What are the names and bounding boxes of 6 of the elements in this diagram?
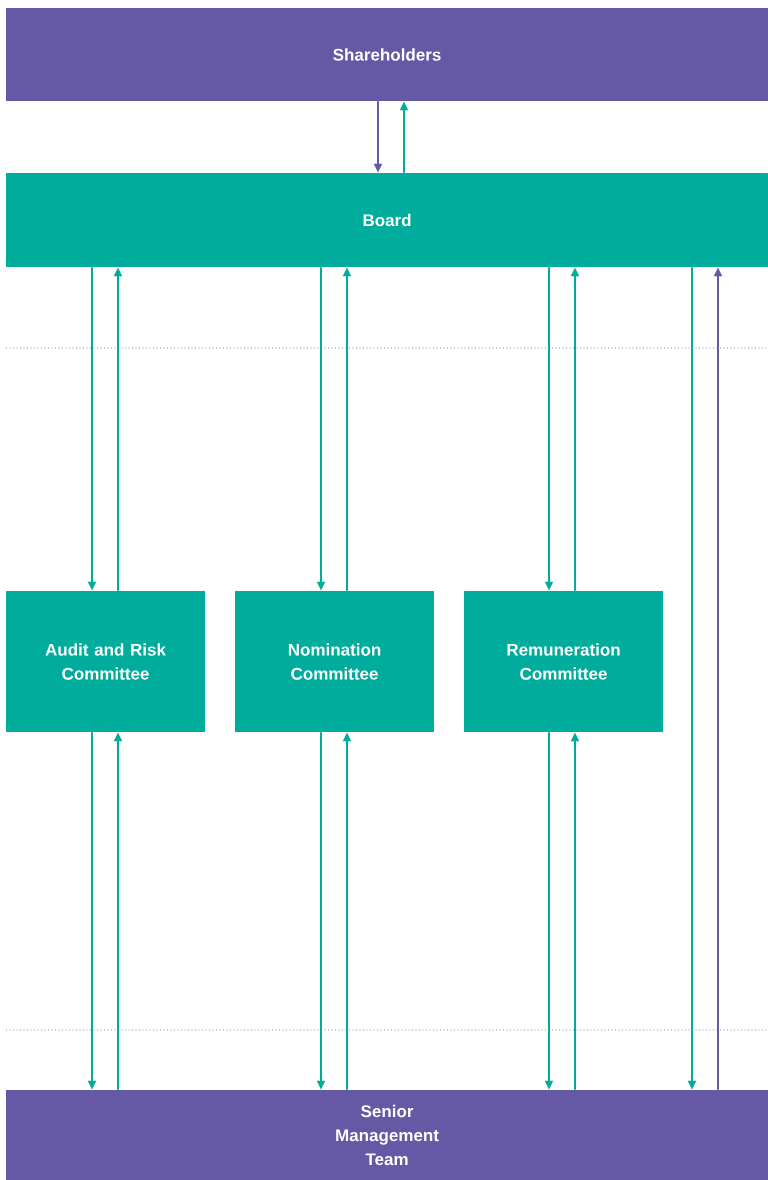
committee-box: Remuneration Committee bbox=[464, 591, 663, 732]
board-box: Board bbox=[6, 173, 768, 267]
committee-box: Nomination Committee bbox=[235, 591, 434, 732]
top-box: Shareholders bbox=[6, 8, 768, 101]
bottom-box: Senior Management Team bbox=[6, 1090, 768, 1180]
committee-box: Audit and Risk Committee bbox=[6, 591, 205, 732]
